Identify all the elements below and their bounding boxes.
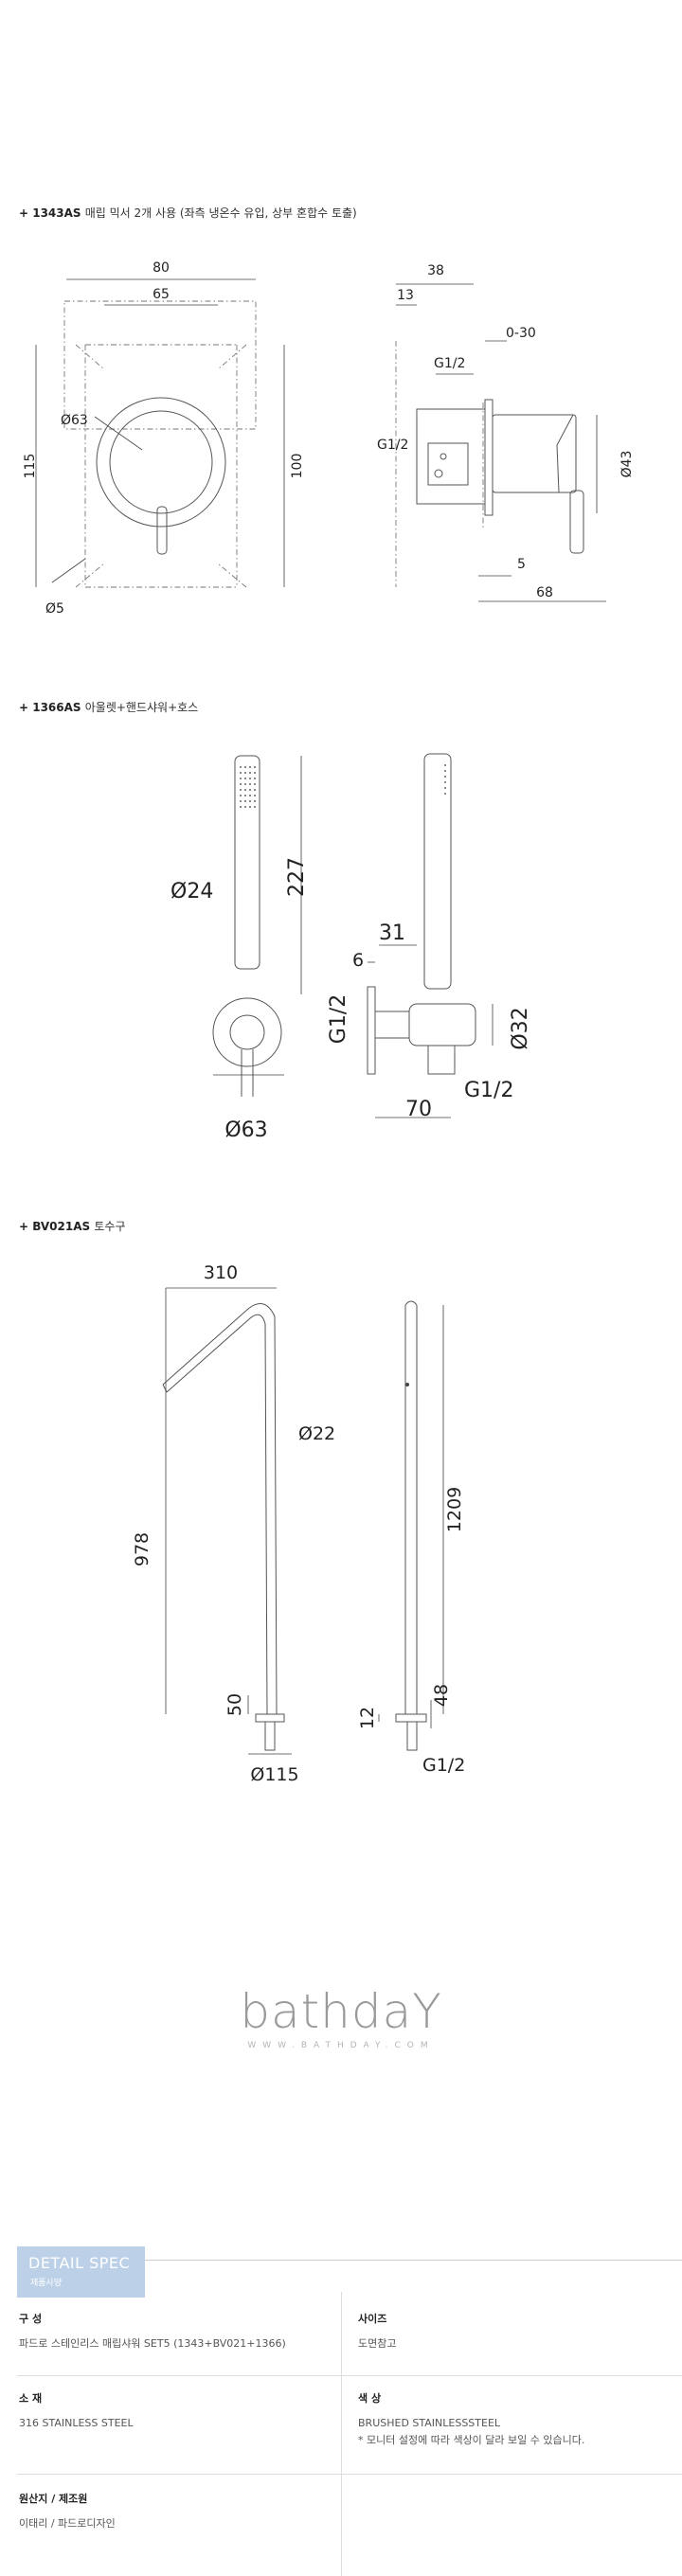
dim-38: 38 (427, 263, 444, 278)
section-desc: 매립 믹서 2개 사용 (좌측 냉온수 유입, 상부 혼합수 토출) (84, 206, 357, 220)
dim-80: 80 (153, 260, 170, 276)
drawing-1343as: 80 65 115 100 Ø63 Ø5 38 13 0-30 G1/2 G1/… (23, 260, 635, 617)
spec-label: 원산지 / 제조원 (19, 2493, 88, 2505)
spec-label: 색 상 (358, 2392, 382, 2405)
dim-115: 115 (23, 454, 38, 479)
detail-spec-tab: DETAIL SPEC 제품사양 (17, 2246, 145, 2298)
dim-d115: Ø115 (250, 1764, 298, 1785)
section-code: + 1366AS (19, 701, 81, 714)
dim-227: 227 (285, 857, 309, 897)
dim-50: 50 (224, 1693, 245, 1716)
dim-1209: 1209 (444, 1487, 465, 1532)
dim-d22: Ø22 (298, 1423, 335, 1444)
dim-6: 6 (352, 950, 364, 971)
section-code: + 1343AS (19, 206, 81, 220)
spec-label: 사이즈 (358, 2313, 387, 2325)
dim-68: 68 (536, 585, 553, 600)
section-desc: 아울렛+핸드샤워+호스 (84, 701, 199, 714)
dim-31: 31 (379, 921, 405, 945)
dim-d24: Ø24 (170, 880, 213, 903)
section-code: + BV021AS (19, 1220, 91, 1233)
dim-978: 978 (132, 1532, 153, 1566)
dim-d43: Ø43 (619, 451, 635, 478)
spec-value: 도면참고 (358, 2337, 397, 2350)
spec-cell-composition: 구 성 파드로 스테인리스 매립샤워 SET5 (1343+BV021+1366… (19, 2311, 322, 2352)
dim-d63: Ø63 (61, 413, 88, 428)
dim-g12-side: G1/2 (377, 438, 408, 453)
spec-tab-title: DETAIL SPEC (28, 2254, 131, 2272)
spec-value: 이태리 / 파드로디자인 (19, 2517, 116, 2530)
section-title-1343as: + 1343AS 매립 믹서 2개 사용 (좌측 냉온수 유입, 상부 혼합수 … (19, 205, 357, 221)
section-title-1366as: + 1366AS 아울렛+핸드샤워+호스 (19, 699, 198, 715)
dim-48: 48 (431, 1684, 452, 1707)
spec-cell-origin: 원산지 / 제조원 이태리 / 파드로디자인 (19, 2491, 322, 2532)
bathday-logo: bathdaY WWW.BATHDAY.COM (0, 1984, 682, 2050)
dim-g12: G1/2 (422, 1755, 465, 1776)
dim-310: 310 (204, 1262, 238, 1283)
dim-100: 100 (290, 454, 305, 479)
dim-g12-vert: G1/2 (327, 994, 350, 1044)
drawing-1366as: Ø24 227 Ø63 6 31 G1/2 Ø32 G1/2 70 (170, 753, 532, 1142)
spec-tab-subtitle: 제품사양 (30, 2279, 63, 2288)
spec-value: 316 STAINLESS STEEL (19, 2417, 134, 2429)
dim-0-30: 0-30 (506, 326, 536, 341)
spec-color-note: * 모니터 설정에 따라 색상이 달라 보일 수 있습니다. (358, 2434, 585, 2446)
detail-spec-table (17, 2260, 682, 2564)
spec-cell-material: 소 재 316 STAINLESS STEEL (19, 2390, 322, 2432)
dim-g12-horiz: G1/2 (464, 1079, 513, 1102)
dim-d32: Ø32 (509, 1007, 532, 1049)
dim-70: 70 (405, 1098, 432, 1121)
spec-divider-vertical (341, 2292, 342, 2576)
section-title-bv021as: + BV021AS 토수구 (19, 1218, 125, 1234)
spec-divider-2 (17, 2474, 682, 2475)
dim-d63: Ø63 (224, 1118, 267, 1142)
dim-13: 13 (397, 288, 414, 303)
spec-value: BRUSHED STAINLESSSTEEL (358, 2417, 501, 2429)
section-desc: 토수구 (94, 1220, 126, 1233)
dim-g12-top: G1/2 (434, 356, 465, 371)
spec-label: 소 재 (19, 2392, 43, 2405)
spec-value: 파드로 스테인리스 매립샤워 SET5 (1343+BV021+1366) (19, 2337, 286, 2350)
dim-65: 65 (153, 287, 170, 302)
drawing-bv021as: 310 Ø22 978 50 Ø115 1209 12 48 G1/2 (132, 1262, 465, 1785)
logo-url: WWW.BATHDAY.COM (247, 2041, 435, 2050)
spec-cell-color: 색 상 BRUSHED STAINLESSSTEEL * 모니터 설정에 따라 … (358, 2390, 671, 2449)
logo-wordmark: bathdaY (240, 1984, 442, 2039)
spec-divider-1 (17, 2375, 682, 2376)
dim-5: 5 (517, 557, 526, 572)
spec-label: 구 성 (19, 2313, 43, 2325)
dim-d5: Ø5 (45, 601, 64, 617)
spec-cell-size: 사이즈 도면참고 (358, 2311, 661, 2352)
dim-12: 12 (357, 1707, 378, 1729)
